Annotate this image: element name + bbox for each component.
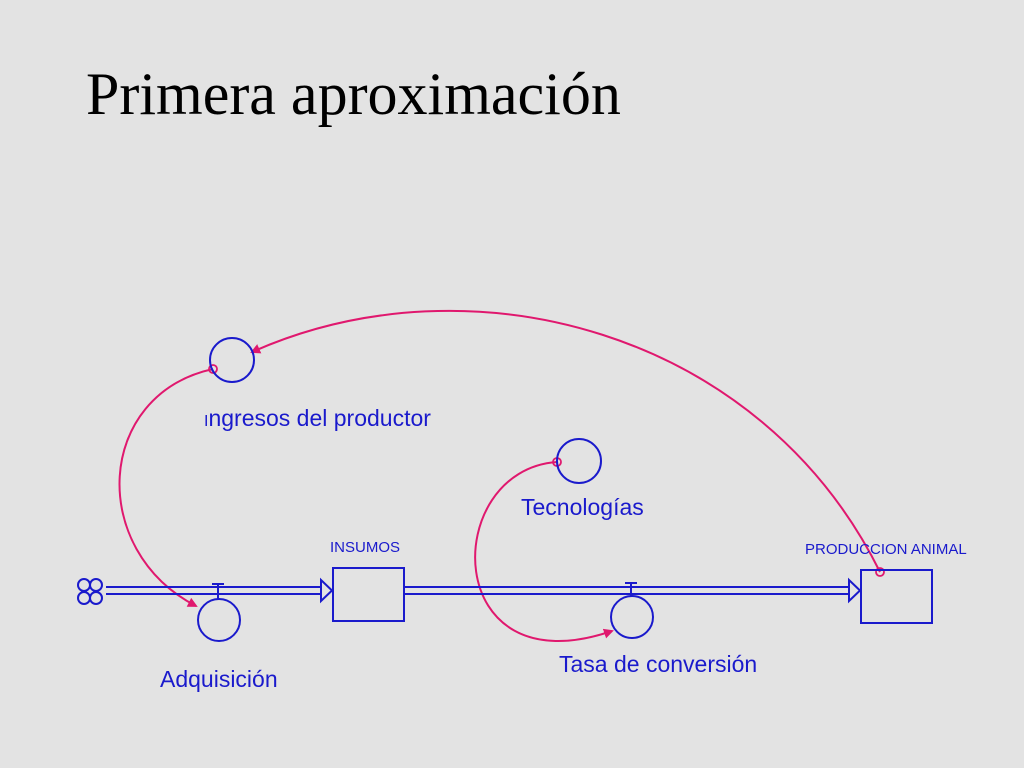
link-produccion-to-ingresos[interactable]	[250, 309, 881, 573]
link-tecnologias-to-tasa[interactable]	[474, 461, 614, 642]
cloud-source-icon	[77, 578, 103, 605]
stock-insumos-label: INSUMOS	[330, 539, 400, 556]
flow-pipe-conversion	[405, 577, 862, 604]
aux-tecnologias-node[interactable]	[556, 438, 602, 484]
aux-ingresos-label-initial: I	[204, 413, 208, 430]
flow-adquisicion-node[interactable]	[197, 598, 241, 642]
flow-tasa-conversion-node[interactable]	[610, 595, 654, 639]
link-ingresos-to-adquisicion[interactable]	[118, 368, 214, 607]
flow-pipe-adquisicion	[106, 577, 334, 604]
flow-adquisicion-label: Adquisición	[160, 666, 278, 692]
aux-ingresos-label: Ingresos del productor	[204, 405, 431, 431]
stock-produccion-animal-label: PRODUCCION ANIMAL	[805, 541, 967, 558]
page-title: Primera aproximación	[86, 61, 621, 127]
aux-tecnologias-label: Tecnologías	[521, 494, 644, 520]
valve-icon	[625, 582, 637, 597]
aux-ingresos-label-rest: ngresos del productor	[208, 405, 431, 431]
stock-produccion-animal-box[interactable]	[860, 569, 933, 624]
link-origin-circle-icon	[208, 364, 218, 374]
valve-icon	[212, 583, 224, 600]
link-origin-circle-icon	[875, 567, 885, 577]
aux-ingresos-node[interactable]	[209, 337, 255, 383]
flow-tasa-conversion-label: Tasa de conversión	[559, 651, 757, 677]
stock-insumos-box[interactable]	[332, 567, 405, 622]
